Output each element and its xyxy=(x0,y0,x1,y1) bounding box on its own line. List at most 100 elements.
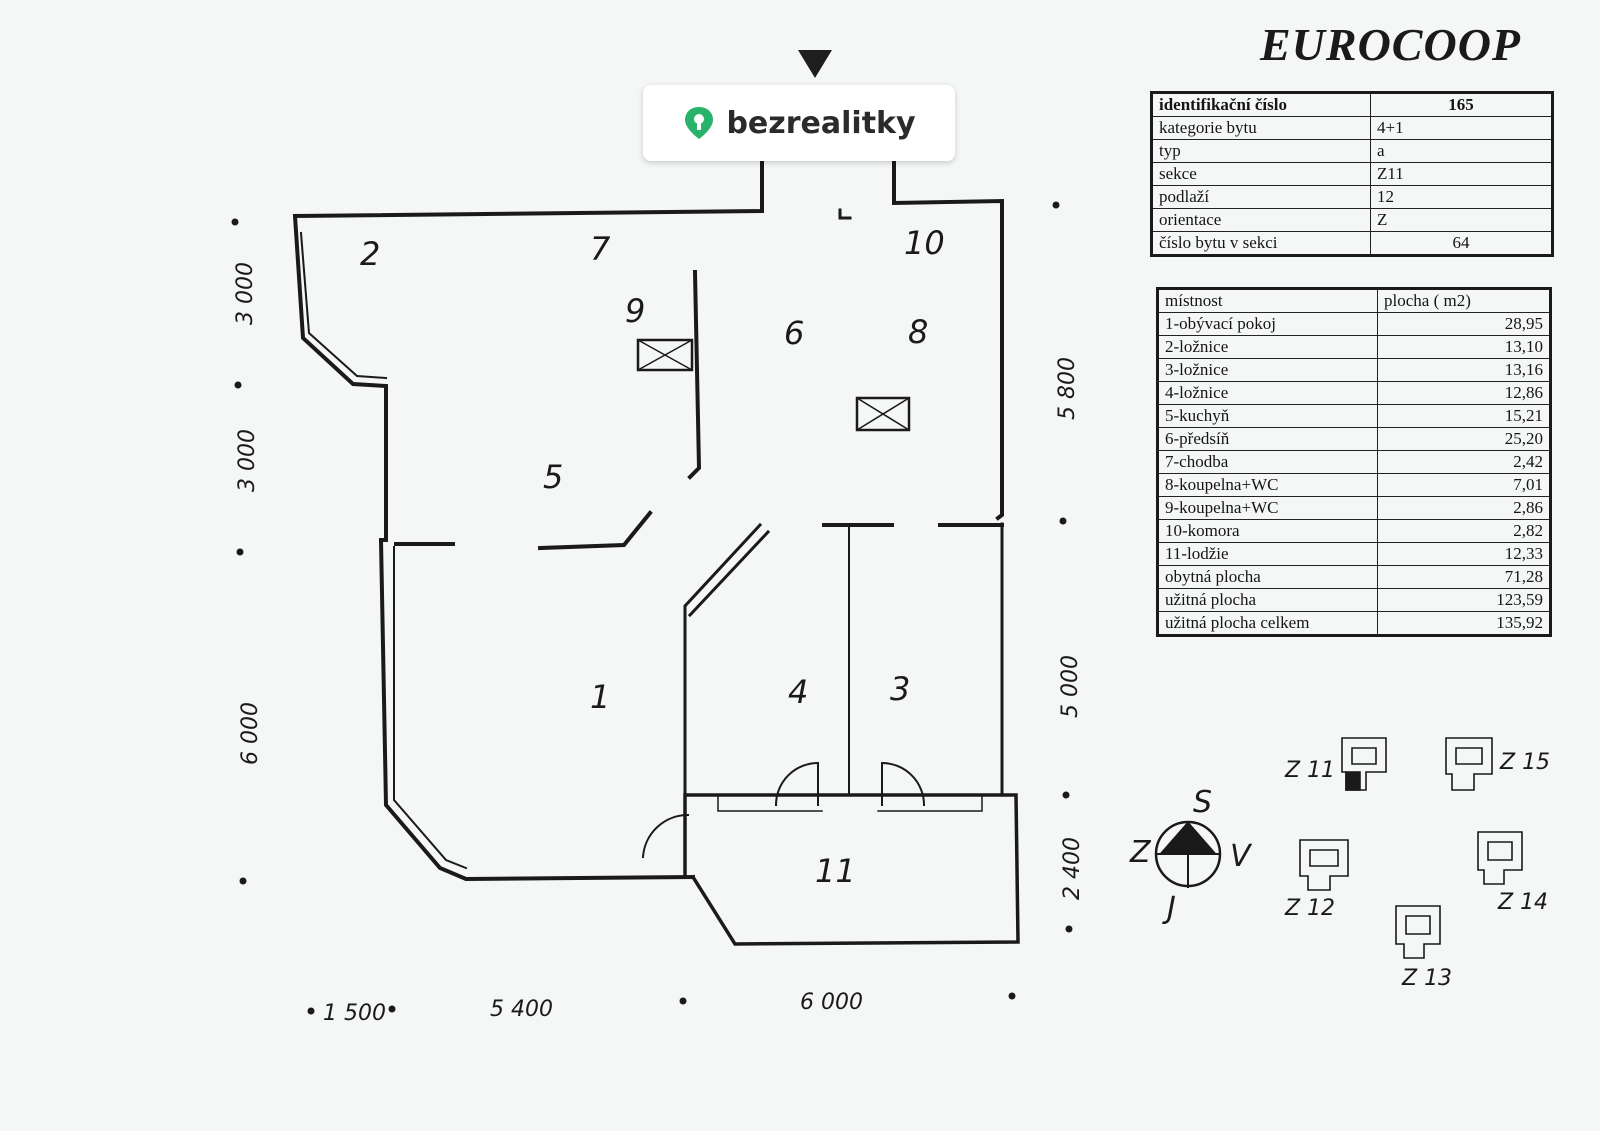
section-label: Z 12 xyxy=(1285,896,1336,921)
table-cell: 64 xyxy=(1370,231,1553,256)
table-cell: podlaží xyxy=(1151,185,1371,209)
table-cell: identifikační číslo xyxy=(1151,92,1371,117)
brand-title: EUROCOOP xyxy=(1260,19,1522,70)
dimension-label: 6 000 xyxy=(800,990,863,1015)
bezrealitky-badge[interactable]: bezrealitky xyxy=(643,85,955,161)
room-name: 4-ložnice xyxy=(1157,381,1378,405)
room-name: 5-kuchyň xyxy=(1157,404,1378,428)
room-number: 10 xyxy=(904,224,945,262)
outer-wall-west xyxy=(292,213,696,882)
total-label: obytná plocha xyxy=(1157,565,1378,589)
door-arc xyxy=(774,761,819,807)
column-header-room: místnost xyxy=(1157,288,1378,313)
compass-west: Z xyxy=(1129,835,1152,870)
room-number: 1 xyxy=(590,678,610,716)
table-cell: 12 xyxy=(1370,185,1553,209)
table-cell: orientace xyxy=(1151,208,1371,232)
room-name: 8-koupelna+WC xyxy=(1157,473,1378,497)
room-name: 2-ložnice xyxy=(1157,335,1378,359)
window-strip xyxy=(717,794,983,812)
section-z13-icon xyxy=(1395,905,1441,959)
total-value: 135,92 xyxy=(1377,611,1551,636)
compass-south: J xyxy=(1162,891,1176,926)
room-area: 2,82 xyxy=(1377,519,1551,543)
total-value: 71,28 xyxy=(1377,565,1551,589)
outer-wall-west-inner xyxy=(299,231,388,380)
section-label: Z 15 xyxy=(1500,750,1551,775)
shaft-icon xyxy=(636,338,694,372)
room-area: 25,20 xyxy=(1377,427,1551,451)
room-area: 12,86 xyxy=(1377,381,1551,405)
outer-wall xyxy=(292,158,1004,521)
section-z12-icon xyxy=(1299,839,1349,891)
badge-text: bezrealitky xyxy=(726,105,916,141)
shaft-icon xyxy=(855,396,911,432)
total-label: užitná plocha xyxy=(1157,588,1378,612)
table-cell: kategorie bytu xyxy=(1151,116,1371,140)
room-area: 2,42 xyxy=(1377,450,1551,474)
room-name: 7-chodba xyxy=(1157,450,1378,474)
compass-north: S xyxy=(1193,785,1212,820)
room-name: 3-ložnice xyxy=(1157,358,1378,382)
room-number: 11 xyxy=(815,852,856,890)
dimension-label: 1 500 xyxy=(323,1001,386,1026)
table-cell: 4+1 xyxy=(1370,116,1553,140)
room-area: 28,95 xyxy=(1377,312,1551,336)
table-cell: číslo bytu v sekci xyxy=(1151,231,1371,256)
room-name: 11-lodžie xyxy=(1157,542,1378,566)
table-cell: a xyxy=(1370,139,1553,163)
section-z14-icon xyxy=(1477,831,1523,885)
table-cell: sekce xyxy=(1151,162,1371,186)
dimension-label: 2 400 xyxy=(1060,837,1085,900)
room-number: 3 xyxy=(890,670,910,708)
total-label: užitná plocha celkem xyxy=(1157,611,1378,636)
loggia-wall xyxy=(683,793,1020,946)
section-label: Z 14 xyxy=(1498,890,1549,915)
room-number: 6 xyxy=(784,314,804,352)
total-value: 123,59 xyxy=(1377,588,1551,612)
room-area: 13,10 xyxy=(1377,335,1551,359)
room-area: 2,86 xyxy=(1377,496,1551,520)
table-cell: Z11 xyxy=(1370,162,1553,186)
compass-icon: S J Z V xyxy=(1129,785,1253,926)
room-number: 8 xyxy=(908,313,928,351)
dimension-label: 3 000 xyxy=(233,262,258,325)
badge-pointer-icon xyxy=(798,50,832,78)
room-name: 10-komora xyxy=(1157,519,1378,543)
room-name: 1-obývací pokoj xyxy=(1157,312,1378,336)
dimension-label: 3 000 xyxy=(235,429,260,492)
room-number: 9 xyxy=(625,292,645,330)
dimension-label: 5 000 xyxy=(1058,655,1083,718)
section-z11-icon xyxy=(1341,737,1387,791)
room-number: 7 xyxy=(590,230,611,268)
door-arc xyxy=(881,761,926,807)
room-name: 6-předsíň xyxy=(1157,427,1378,451)
corridor-wall xyxy=(838,208,852,220)
dimension-label: 6 000 xyxy=(238,702,263,765)
section-label: Z 11 xyxy=(1285,758,1336,783)
room-area: 13,16 xyxy=(1377,358,1551,382)
section-label: Z 13 xyxy=(1402,966,1453,991)
table-cell: 165 xyxy=(1370,92,1553,117)
bath-wall-9 xyxy=(687,269,702,480)
